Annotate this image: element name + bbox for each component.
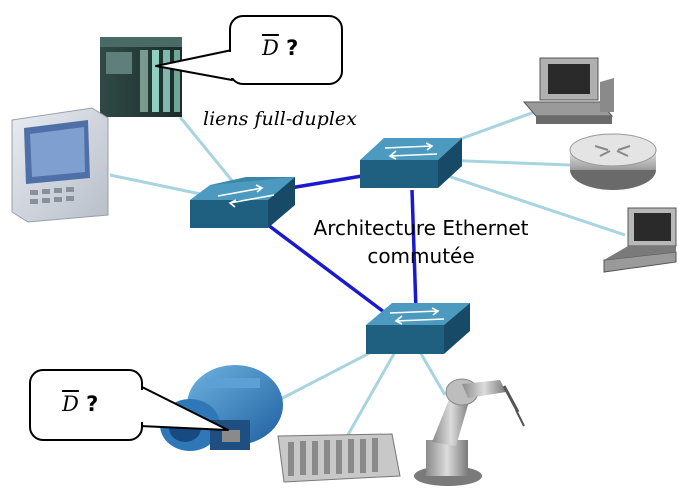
callout-top bbox=[155, 15, 343, 85]
label-architecture: Architecture Ethernet commutée bbox=[296, 216, 546, 268]
plc-device bbox=[100, 37, 182, 117]
hmi-panel-device bbox=[11, 107, 109, 223]
link-switch-bottom-modules bbox=[343, 351, 397, 441]
callout-bottom bbox=[29, 369, 229, 441]
robot-arm-device bbox=[414, 378, 525, 486]
switch-top bbox=[360, 138, 462, 188]
label-architecture-line2: commutée bbox=[367, 244, 475, 268]
link-switch-bottom-robot bbox=[418, 351, 447, 396]
switch-left bbox=[190, 177, 295, 228]
io-modules-device bbox=[277, 433, 401, 483]
callout-top-symbol: D bbox=[262, 36, 279, 60]
link-plc-switch-left bbox=[178, 116, 240, 189]
backbone-left-top bbox=[289, 174, 363, 190]
link-hmi-switch-left bbox=[109, 173, 211, 198]
desktop-pc-device bbox=[522, 57, 614, 124]
backbone-top-bottom bbox=[410, 189, 418, 311]
backbone-links bbox=[266, 174, 418, 320]
switch-bottom bbox=[366, 303, 470, 354]
router-device bbox=[569, 133, 657, 190]
backbone-left-bottom bbox=[266, 223, 394, 320]
laptop-device bbox=[603, 207, 677, 273]
link-switch-top-laptop bbox=[429, 168, 626, 237]
callout-bottom-symbol: D bbox=[62, 392, 79, 416]
link-switch-bottom-motor bbox=[274, 343, 386, 404]
callout-top-suffix: ? bbox=[278, 36, 299, 60]
callout-bottom-suffix: ? bbox=[78, 392, 99, 416]
label-full-duplex-links: liens full-duplex bbox=[203, 108, 357, 130]
callout-bottom-text: D ? bbox=[62, 392, 98, 416]
label-architecture-line1: Architecture Ethernet bbox=[313, 216, 529, 240]
callout-top-text: D ? bbox=[262, 36, 298, 60]
